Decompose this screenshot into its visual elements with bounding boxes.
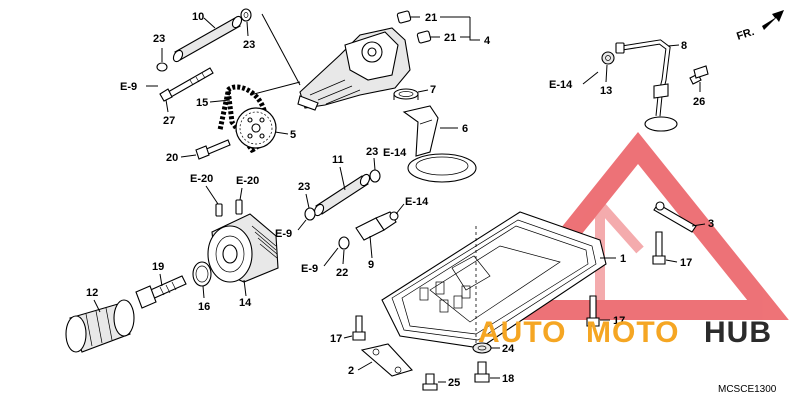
- shaft-10: [172, 15, 243, 63]
- ref-e9-upper: E-9: [120, 81, 137, 93]
- washer-13: [601, 51, 615, 65]
- ref-e14-pipe: E-14: [549, 79, 573, 91]
- bolt-20: [195, 139, 231, 160]
- oil-pan-1: [381, 211, 607, 349]
- part-number-15: 15: [196, 97, 208, 109]
- watermark-text-auto: AUTO: [478, 316, 566, 349]
- part-number-21b: 21: [444, 32, 456, 44]
- oil-pressure-switch-9: [355, 211, 399, 241]
- bolt-27: [159, 67, 214, 102]
- part-number-6: 6: [462, 123, 468, 135]
- part-number-14: 14: [239, 297, 252, 309]
- oil-pipe-8: [615, 39, 678, 132]
- part-number-21a: 21: [425, 12, 437, 24]
- bolt-17-left: [352, 315, 366, 341]
- part-number-10: 10: [192, 11, 204, 23]
- part-number-23b: 23: [153, 33, 165, 45]
- center-bolt-19: [135, 275, 187, 309]
- part-number-8: 8: [681, 40, 687, 52]
- part-number-3: 3: [708, 218, 714, 230]
- watermark-text-moto: MOTO: [586, 316, 679, 349]
- part-number-7: 7: [430, 84, 436, 96]
- front-direction-arrow: FR.: [735, 10, 784, 43]
- ref-e9-switch: E-9: [301, 263, 318, 275]
- part-number-20: 20: [166, 152, 178, 164]
- oil-pan-ribs: [419, 281, 471, 313]
- part-number-17a: 17: [680, 257, 692, 269]
- bolt-17-right-lower: [586, 295, 600, 327]
- washer-23-pipe-left: [304, 207, 316, 221]
- seal-7: [393, 88, 419, 100]
- oil-pump-assembly: [297, 10, 432, 111]
- part-number-24: 24: [502, 343, 515, 355]
- part-number-2: 2: [348, 365, 354, 377]
- part-number-18: 18: [502, 373, 514, 385]
- oil-cooler-14: [207, 199, 279, 283]
- part-number-5: 5: [290, 129, 296, 141]
- part-number-9: 9: [368, 259, 374, 271]
- watermark-text-hub: HUB: [704, 316, 772, 349]
- part-number-23d: 23: [298, 181, 310, 193]
- washer-23-upper-right: [240, 8, 252, 22]
- oil-strainer-6: [402, 105, 477, 183]
- watermark-triangle: [487, 132, 789, 320]
- o-ring-16: [192, 261, 212, 287]
- oil-pipe-11: [313, 173, 371, 217]
- ref-e9-pipe: E-9: [275, 228, 292, 240]
- oil-filter-12: [65, 299, 135, 353]
- part-number-12: 12: [86, 287, 98, 299]
- washer-22: [338, 236, 350, 250]
- part-number-27: 27: [163, 115, 175, 127]
- bolt-26: [689, 65, 709, 85]
- part-number-23c: 23: [366, 146, 378, 158]
- washer-23-pipe-right: [369, 169, 381, 183]
- ref-e20-left: E-20: [190, 173, 213, 185]
- part-number-26: 26: [693, 96, 705, 108]
- part-number-16: 16: [198, 301, 210, 313]
- part-number-4: 4: [484, 35, 491, 47]
- drain-bolt-18: [474, 361, 490, 383]
- part-number-19: 19: [152, 261, 164, 273]
- watermark-text: AUTO MOTO HUB: [478, 316, 772, 349]
- direction-label: FR.: [735, 26, 756, 43]
- bolt-17-right-upper: [652, 231, 666, 265]
- sprocket-5: [235, 107, 277, 149]
- part-number-17b: 17: [613, 315, 625, 327]
- part-number-1: 1: [620, 253, 626, 265]
- washer-23-upper-left: [156, 62, 168, 72]
- part-number-17c: 17: [330, 333, 342, 345]
- part-number-22: 22: [336, 267, 348, 279]
- bracket-3: [653, 201, 697, 233]
- part-number-25: 25: [448, 377, 460, 389]
- drawing-code: MCSCE1300: [718, 384, 777, 395]
- part-number-13: 13: [600, 85, 612, 97]
- ref-e14-switch: E-14: [405, 196, 429, 208]
- drain-bolt-25: [422, 373, 438, 391]
- ref-e20-right: E-20: [236, 175, 259, 187]
- gasket-2: [360, 343, 414, 377]
- part-number-23a: 23: [243, 39, 255, 51]
- part-number-11: 11: [332, 154, 344, 166]
- washer-24: [472, 342, 492, 354]
- ref-e14-pipe-upper: E-14: [383, 147, 407, 159]
